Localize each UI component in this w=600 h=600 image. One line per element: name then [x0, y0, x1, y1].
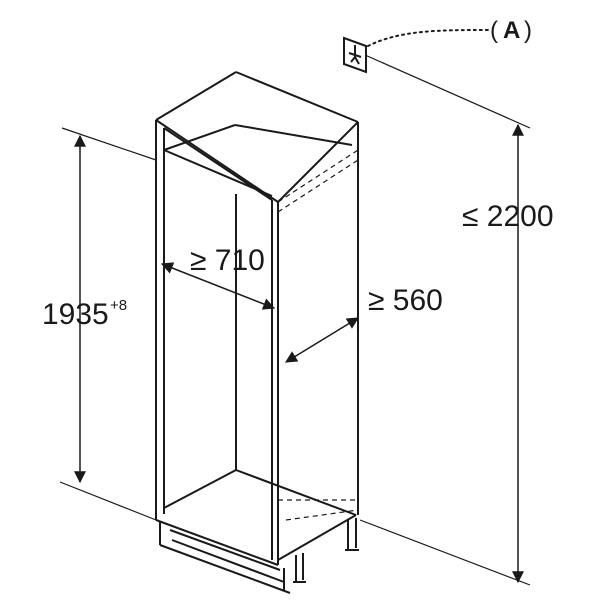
cabinet-top: [155, 71, 359, 515]
niche-height-label: 1935: [42, 298, 109, 331]
outlet-paren-close: ): [524, 17, 532, 44]
cabinet-bottom: [159, 469, 357, 594]
hidden-edges: [277, 149, 359, 521]
dim-line-depth: [160, 262, 276, 310]
depth-label: ≥ 710: [190, 244, 265, 277]
dim-line-width: [284, 317, 360, 363]
power-socket-icon: [343, 36, 367, 74]
cabinet-feet: [293, 518, 359, 583]
niche-height-tolerance: +8: [110, 297, 127, 314]
total-height-label: ≤ 2200: [462, 200, 554, 233]
cabinet-front-frame: [155, 119, 279, 566]
outlet-label: A: [503, 17, 520, 44]
extension-lines: [59, 54, 531, 586]
outlet-paren-open: (: [490, 17, 498, 44]
width-label: ≥ 560: [368, 284, 443, 317]
outlet-leader-line: [367, 29, 489, 47]
